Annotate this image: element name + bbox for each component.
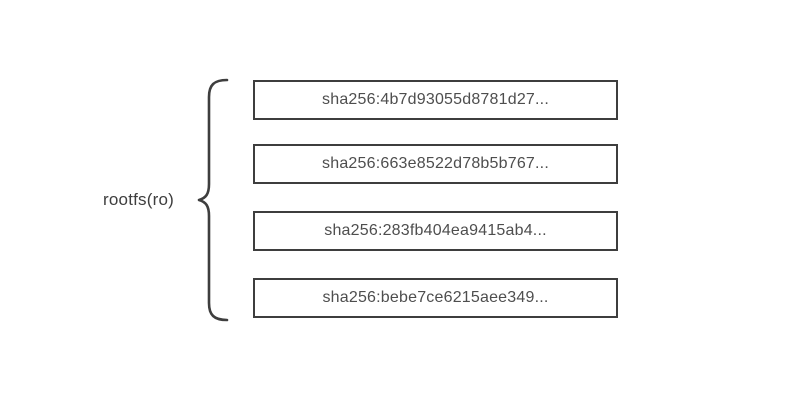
rootfs-label: rootfs(ro) — [103, 190, 174, 209]
layer-box: sha256:283fb404ea9415ab4... — [253, 211, 618, 251]
curly-brace — [197, 78, 229, 322]
layer-box: sha256:663e8522d78b5b767... — [253, 144, 618, 184]
layer-box: sha256:bebe7ce6215aee349... — [253, 278, 618, 318]
layer-box: sha256:4b7d93055d8781d27... — [253, 80, 618, 120]
